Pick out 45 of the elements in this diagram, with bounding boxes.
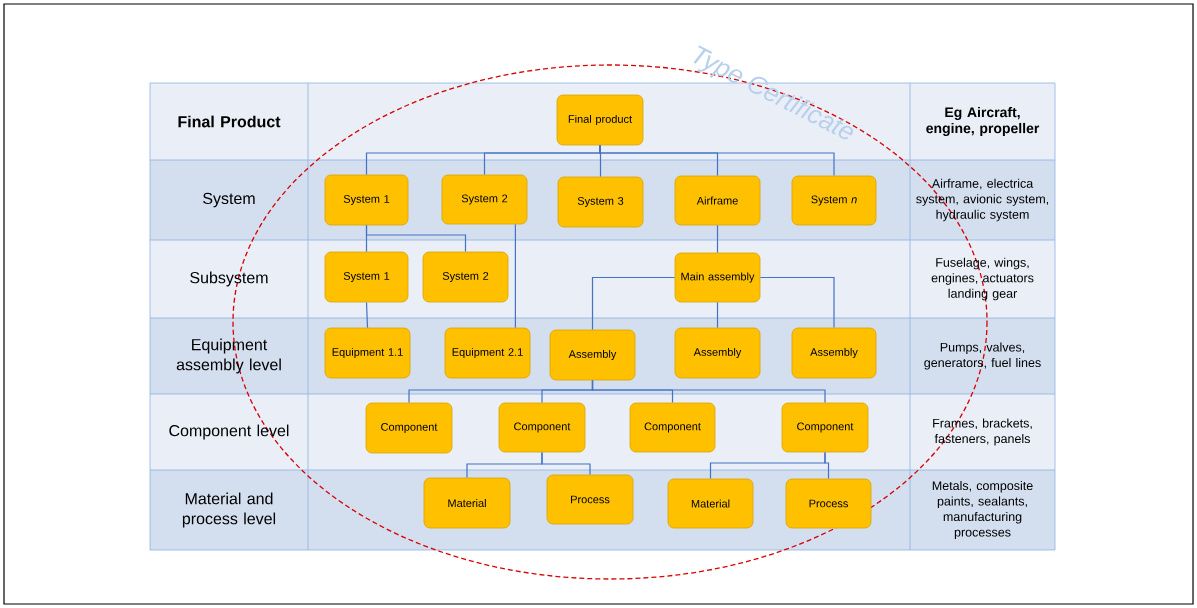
level-box: System n (791, 175, 877, 226)
connector-line (591, 379, 826, 404)
level-box: System 1 (324, 251, 409, 303)
row-heading: Material and process level (182, 492, 276, 528)
level-box: Material (423, 477, 511, 529)
connector-line (541, 451, 591, 476)
level-box: Airframe (674, 175, 761, 226)
example-text: Metals, composite paints, sealants, manufacturing processes (932, 480, 1033, 540)
level-box: Assembly (791, 327, 877, 379)
row-heading: Final Product (178, 115, 281, 128)
level-box: Assembly (549, 329, 636, 381)
example-text: Fuselage, wings, engines, actuators landing gear (931, 257, 1034, 301)
level-box: Main assembly (674, 252, 761, 303)
connector-line (365, 224, 467, 253)
example-text: Eg Aircraft, engine, propeller (926, 106, 1040, 137)
level-box: System 2 (422, 251, 509, 303)
row-heading: Subsystem (190, 271, 268, 287)
level-box: Final product (556, 94, 644, 146)
level-box: Equipment 2.1 (444, 327, 531, 379)
row-heading: System (203, 192, 255, 208)
level-box: System 1 (324, 174, 409, 226)
level-box: Component (781, 402, 869, 453)
level-box: System 2 (441, 174, 528, 225)
level-box: Component (498, 402, 586, 453)
connector-line (514, 223, 516, 329)
level-box: Process (546, 474, 634, 525)
level-box: Material (667, 478, 754, 529)
connector-line (591, 276, 676, 331)
level-box: Component (629, 402, 716, 453)
example-text: Pumps, valves, generators, fuel lines (924, 342, 1041, 370)
connector-line (759, 276, 835, 329)
connector-line (365, 301, 369, 329)
row-heading: Equipment assembly level (176, 338, 281, 374)
example-text: Frames, brackets, fasteners, panels (933, 418, 1032, 446)
level-box: Assembly (674, 327, 761, 379)
example-text: Airframe, electrica system, avionic system, hydraulic system (916, 178, 1049, 222)
level-box: Component (365, 402, 453, 454)
connector-line (716, 224, 719, 254)
level-box: Equipment 1.1 (324, 327, 411, 379)
level-box: System 3 (557, 176, 644, 228)
level-box: Process (785, 478, 872, 529)
row-heading: Component level (169, 424, 289, 440)
connector-line (599, 144, 835, 177)
connector-line (716, 301, 719, 329)
connector-line (824, 451, 830, 480)
